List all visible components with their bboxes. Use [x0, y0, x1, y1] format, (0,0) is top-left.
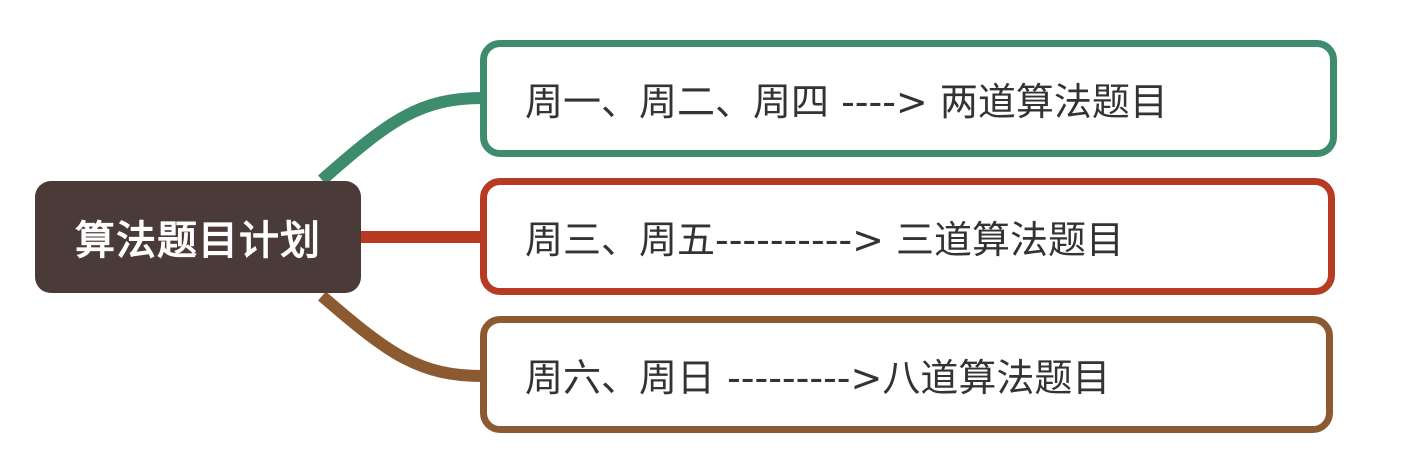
branch-label: 周三、周五----------> 三道算法题目: [525, 218, 1125, 262]
root-topic-label: 算法题目计划: [75, 218, 321, 264]
branch-label: 周六、周日 --------->八道算法题目: [525, 356, 1111, 400]
root-topic-node[interactable]: 算法题目计划: [35, 181, 361, 293]
branch-node-sat-sun[interactable]: 周六、周日 --------->八道算法题目: [480, 316, 1333, 433]
branch-node-wed-fri[interactable]: 周三、周五----------> 三道算法题目: [480, 178, 1335, 295]
branch-label: 周一、周二、周四 ----> 两道算法题目: [525, 80, 1168, 124]
connector-line-bottom: [318, 291, 484, 382]
branch-node-mon-tue-thu[interactable]: 周一、周二、周四 ----> 两道算法题目: [480, 40, 1337, 157]
connector-line-top: [318, 92, 484, 185]
